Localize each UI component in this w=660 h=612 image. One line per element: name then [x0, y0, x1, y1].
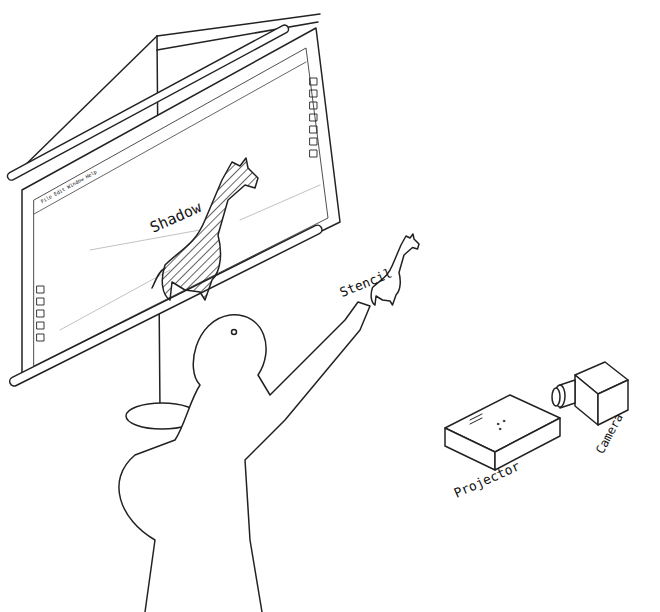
- top-roller: [6, 24, 290, 182]
- projector-side: [445, 428, 495, 470]
- support-wire: [157, 14, 320, 36]
- camera-side: [575, 375, 598, 425]
- lens-ring: [552, 388, 560, 406]
- projector-marks: [470, 414, 505, 430]
- projector-front: [495, 418, 560, 470]
- giraffe-shadow: [162, 158, 258, 300]
- person: [119, 302, 370, 612]
- screen-canvas: [34, 48, 328, 366]
- person-eye: [232, 330, 237, 335]
- shadow-tail: [152, 268, 165, 288]
- bottom-roller: [8, 224, 323, 388]
